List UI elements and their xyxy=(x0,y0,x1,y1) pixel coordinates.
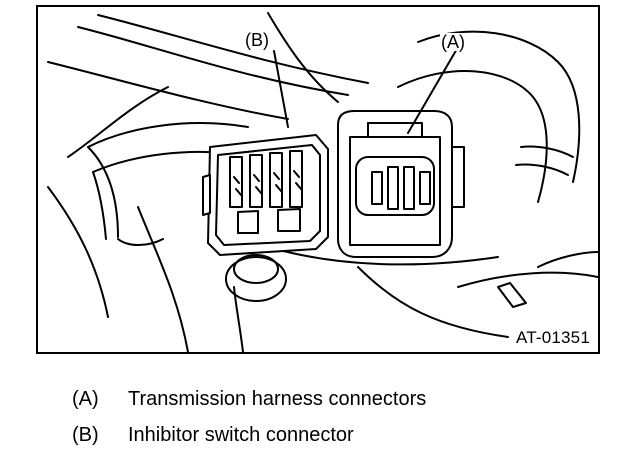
connector-b xyxy=(202,134,329,256)
callout-b-label: (B) xyxy=(244,30,270,50)
legend-text-b: Inhibitor switch connector xyxy=(128,423,354,446)
pipe-right xyxy=(397,30,581,203)
legend-key-b: (B) xyxy=(72,423,99,446)
legend-row-a: (A) Transmission harness connectors xyxy=(72,381,426,417)
connector-a xyxy=(337,110,465,258)
legend-key-a: (A) xyxy=(72,387,99,410)
callout-a-label: (A) xyxy=(440,32,466,52)
figure-id: AT-01351 xyxy=(513,328,592,348)
illustration-frame: (A) (B) AT-01351 xyxy=(36,5,600,354)
leader-lines xyxy=(273,46,459,134)
legend-row-b: (B) Inhibitor switch connector xyxy=(72,417,426,453)
lower-structure xyxy=(267,246,598,338)
connector-illustration xyxy=(47,12,598,352)
housing-left xyxy=(47,86,189,352)
bolt xyxy=(225,254,287,352)
legend: (A) Transmission harness connectors (B) … xyxy=(72,381,426,453)
harness-lines xyxy=(47,12,369,120)
legend-text-a: Transmission harness connectors xyxy=(128,387,427,410)
